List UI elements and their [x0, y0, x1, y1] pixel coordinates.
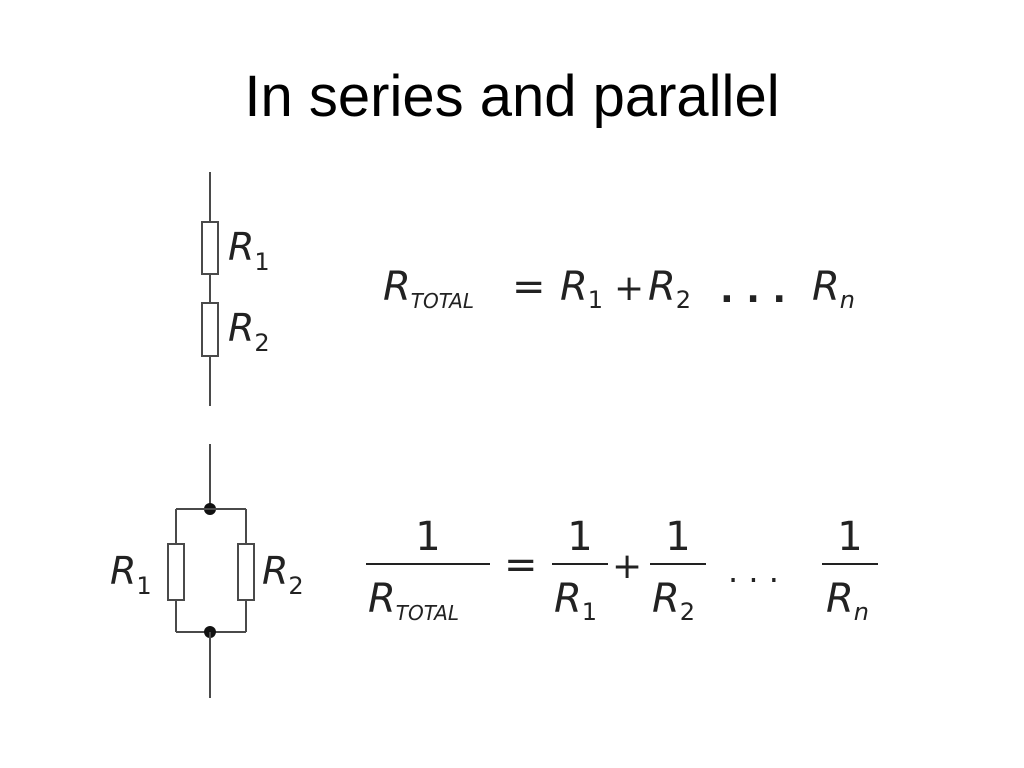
- series-ellipsis: . . .: [720, 270, 786, 311]
- parallel-resistor-r1: [167, 543, 185, 601]
- series-formula: RTOTAL = R1 + R2 . . . Rn: [383, 264, 855, 314]
- parallel-r1-label: R1: [110, 549, 152, 600]
- lhs-denominator: RTOTAL: [368, 576, 459, 625]
- series-resistor-r1: [201, 221, 219, 275]
- series-resistor-r2: [201, 302, 219, 357]
- series-r1-label: R1: [228, 225, 270, 276]
- f2-numerator: 1: [665, 514, 690, 560]
- lhs-numerator: 1: [415, 514, 440, 560]
- series-term-rn: Rn: [812, 264, 855, 314]
- series-r2-label: R2: [228, 306, 270, 357]
- parallel-ellipsis: . . .: [728, 552, 779, 590]
- parallel-formula: 1 RTOTAL = 1 R1 + 1 R2 . . . 1: [366, 514, 878, 626]
- series-plus: +: [614, 268, 644, 309]
- parallel-resistor-r2: [237, 543, 255, 601]
- fn-numerator: 1: [837, 514, 862, 560]
- parallel-circuit: R1 R2: [110, 444, 304, 698]
- series-equals: =: [512, 264, 546, 310]
- slide-title: In series and parallel: [244, 64, 780, 129]
- parallel-equals: =: [504, 542, 538, 588]
- series-term-r1: R1: [560, 264, 603, 314]
- f1-denominator: R1: [554, 576, 597, 626]
- series-term-r2: R2: [648, 264, 691, 314]
- f1-numerator: 1: [567, 514, 592, 560]
- series-rtotal: RTOTAL: [383, 264, 474, 313]
- parallel-r2-label: R2: [262, 549, 304, 600]
- series-circuit: R1 R2: [201, 172, 270, 406]
- parallel-plus: +: [612, 546, 642, 587]
- f2-denominator: R2: [652, 576, 695, 626]
- fn-denominator: Rn: [826, 576, 869, 626]
